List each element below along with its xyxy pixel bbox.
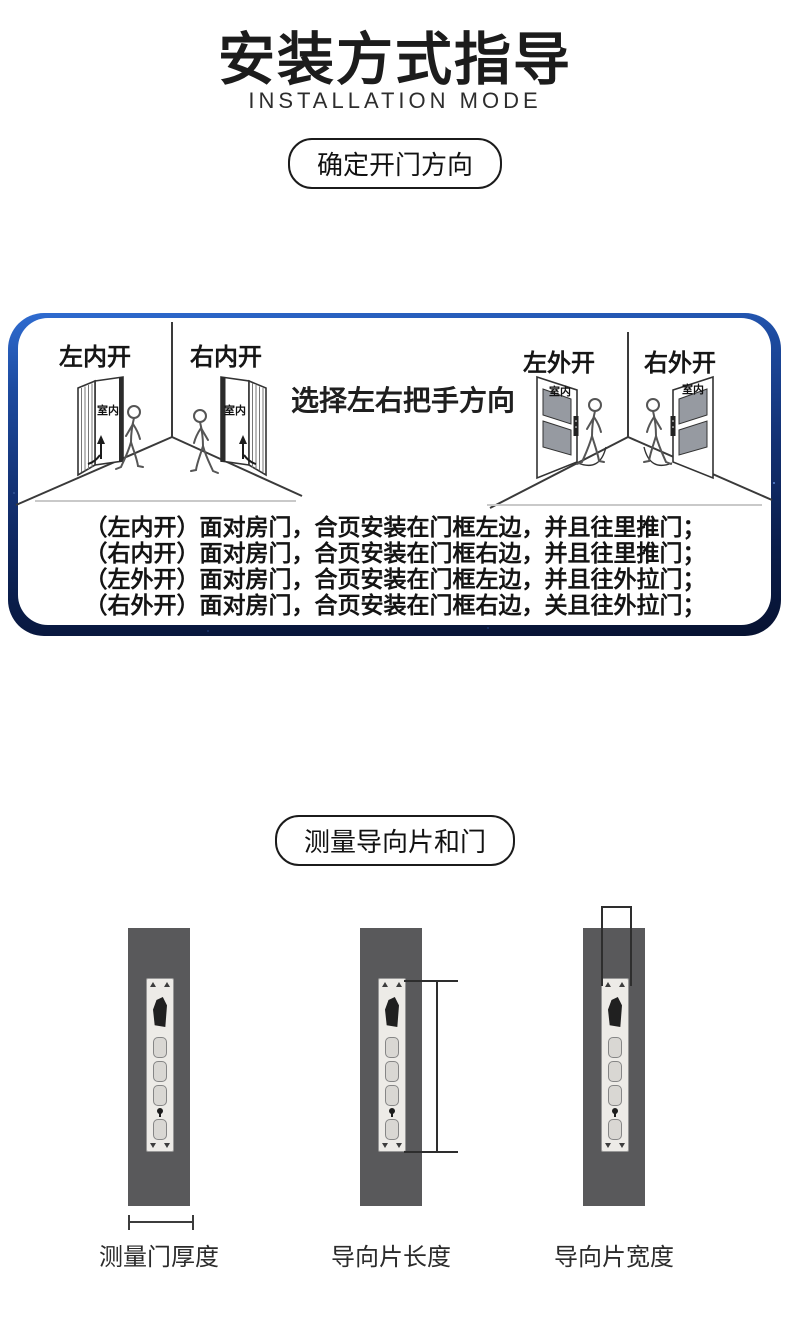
screw-icon — [382, 982, 388, 987]
screw-icon — [382, 1143, 388, 1148]
keyhole-icon — [389, 1108, 395, 1117]
direction-instructions: （左内开）面对房门，合页安装在门框左边，并且往里推门； （右内开）面对房门，合页… — [0, 514, 790, 618]
door-edge-diagram-2 — [360, 928, 422, 1206]
diagram-caption-width: 导向片宽度 — [554, 1244, 674, 1271]
door-label-left-out: 左外开 — [523, 350, 595, 377]
screw-icon — [605, 982, 611, 987]
keyhole-icon — [612, 1108, 618, 1117]
plate-slot — [153, 1037, 167, 1058]
plate-slot — [153, 1119, 167, 1140]
screw-icon — [150, 1143, 156, 1148]
thickness-measure-mark — [128, 1215, 194, 1230]
screw-icon — [619, 1143, 625, 1148]
guide-plate-3 — [601, 978, 629, 1152]
screw-icon — [396, 982, 402, 987]
instruction-line: （左外开）面对房门，合页安装在门框左边，并且往外拉门； — [84, 566, 706, 592]
plate-slot — [153, 1061, 167, 1082]
page-subtitle: INSTALLATION MODE — [248, 88, 542, 113]
keyhole-icon — [157, 1108, 163, 1117]
plate-slot — [608, 1119, 622, 1140]
screw-icon — [619, 982, 625, 987]
width-measure-mark — [601, 906, 632, 986]
screw-icon — [150, 982, 156, 987]
diagram-caption-thickness: 测量门厚度 — [99, 1244, 219, 1271]
section-pill-measure: 测量导向片和门 — [274, 815, 516, 866]
screw-icon — [605, 1143, 611, 1148]
latch-bolt — [608, 997, 622, 1027]
guide-plate-1 — [146, 978, 174, 1152]
door-edge-diagram-1 — [128, 928, 190, 1206]
latch-bolt — [385, 997, 399, 1027]
section-pill-door-direction: 确定开门方向 — [287, 138, 503, 189]
plate-slot — [385, 1061, 399, 1082]
plate-slot — [385, 1037, 399, 1058]
indoor-label-4: 室内 — [682, 384, 704, 396]
guide-plate-2 — [378, 978, 406, 1152]
screw-icon — [396, 1143, 402, 1148]
length-measure-mark — [404, 980, 458, 1153]
plate-slot — [385, 1085, 399, 1106]
diagram-caption-length: 导向片长度 — [331, 1244, 451, 1271]
instruction-line: （右外开）面对房门，合页安装在门框右边，关且往外拉门； — [84, 592, 706, 618]
handle-direction-text: 选择左右把手方向 — [290, 384, 515, 417]
plate-slot — [153, 1085, 167, 1106]
latch-bolt — [153, 997, 167, 1027]
plate-slot — [608, 1085, 622, 1106]
instruction-line: （右内开）面对房门，合页安装在门框右边，并且往里推门； — [84, 540, 706, 566]
indoor-label-3: 室内 — [549, 386, 571, 398]
screw-icon — [164, 982, 170, 987]
indoor-label-1: 室内 — [97, 405, 119, 417]
indoor-label-2: 室内 — [224, 405, 246, 417]
door-label-left-in: 左内开 — [59, 344, 131, 371]
door-edge-diagram-3 — [583, 928, 645, 1206]
plate-slot — [608, 1037, 622, 1058]
door-label-right-in: 右内开 — [190, 344, 262, 371]
plate-slot — [608, 1061, 622, 1082]
door-label-right-out: 右外开 — [644, 350, 716, 377]
instruction-line: （左内开）面对房门，合页安装在门框左边，并且往里推门； — [84, 514, 706, 540]
page-title: 安装方式指导 — [218, 28, 572, 92]
screw-icon — [164, 1143, 170, 1148]
plate-slot — [385, 1119, 399, 1140]
